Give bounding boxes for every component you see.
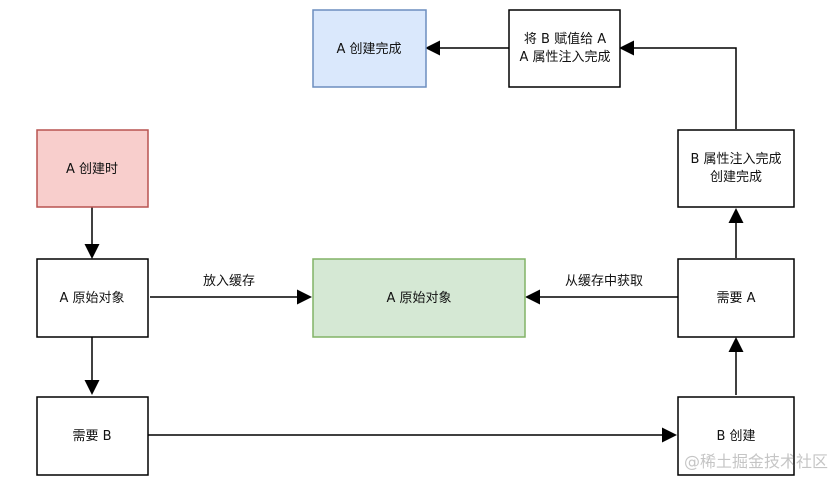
- node-cache-raw-label: A 原始对象: [386, 291, 451, 306]
- node-need-a-box: [677, 258, 795, 338]
- node-b-assign-line2: A 属性注入完成: [519, 50, 610, 65]
- get-cache-label: 从缓存中获取: [565, 274, 643, 289]
- node-cache-raw: A 原始对象: [312, 258, 526, 338]
- node-a-create-done: A 创建完成: [312, 9, 427, 88]
- node-b-create: B 创建: [677, 396, 795, 476]
- node-a-raw-left: A 原始对象: [36, 258, 149, 338]
- node-a-creating: A 创建时: [36, 129, 149, 208]
- node-need-b: 需要 B: [36, 396, 149, 476]
- node-b-inject-done-box: [677, 129, 795, 208]
- node-a-creating-label: A 创建时: [66, 162, 118, 177]
- node-need-b-label: 需要 B: [72, 429, 111, 444]
- node-b-inject-done: B 属性注入完成 创建完成: [677, 129, 795, 208]
- node-b-inject-done-line2: 创建完成: [710, 170, 762, 185]
- node-b-inject-done-line1: B 属性注入完成: [690, 152, 781, 167]
- node-b-assign-line1: 将 B 赋值给 A: [524, 31, 606, 47]
- node-b-assign: 将 B 赋值给 A A 属性注入完成: [508, 9, 621, 88]
- node-need-b-box: [36, 396, 149, 476]
- node-need-a-label: 需要 A: [716, 291, 755, 306]
- node-a-create-done-box: [312, 9, 427, 88]
- node-a-raw-left-box: [36, 258, 149, 338]
- node-a-raw-left-label: A 原始对象: [59, 291, 124, 306]
- edge-b-done-to-assign: [619, 40, 737, 129]
- node-b-create-label: B 创建: [716, 429, 755, 444]
- node-need-a: 需要 A: [677, 258, 795, 338]
- watermark-text: @稀土掘金技术社区: [683, 452, 828, 471]
- node-cache-raw-box: [312, 258, 526, 338]
- node-b-create-box: [677, 396, 795, 476]
- node-b-assign-box: [508, 9, 621, 88]
- put-cache-label: 放入缓存: [203, 274, 255, 289]
- node-a-creating-box: [36, 129, 149, 208]
- node-a-create-done-label: A 创建完成: [336, 42, 401, 57]
